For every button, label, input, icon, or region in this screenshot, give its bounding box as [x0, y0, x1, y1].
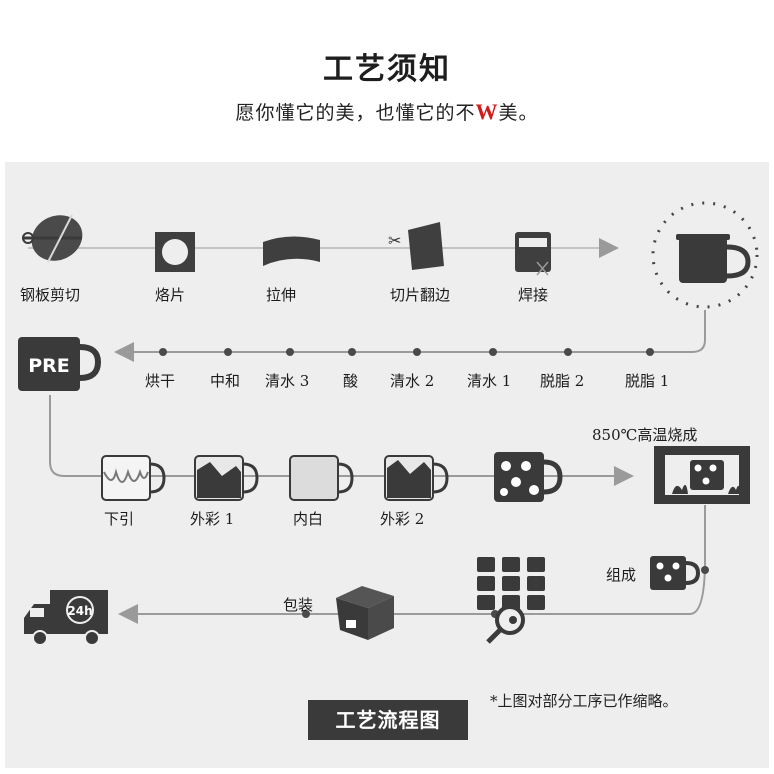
kiln-icon [654, 446, 750, 504]
outer-color2-mug-icon [384, 455, 449, 501]
welding-icon [515, 232, 551, 276]
step-degrease-1: 脱脂 1 [625, 372, 670, 390]
truck-badge: 24h [67, 604, 92, 618]
formed-mug-icon [651, 201, 759, 309]
step-inner-white: 内白 [293, 510, 324, 528]
decorated-mug-icon [494, 452, 563, 502]
step-neutralize: 中和 [210, 372, 241, 390]
page-subtitle: 愿你懂它的美，也懂它的不W美。 [0, 98, 774, 125]
flowchart-title: 工艺流程图 [308, 700, 468, 740]
step-firing: 850℃高温烧成 [592, 426, 698, 444]
step-drying: 烘干 [145, 372, 176, 390]
delivery-truck-icon: 24h [24, 590, 108, 646]
step-welding: 焊接 [518, 286, 549, 304]
footnote: *上图对部分工序已作缩略。 [490, 692, 678, 710]
blanking-icon [155, 232, 195, 272]
row4-connector [118, 505, 706, 624]
steel-cutting-icon [22, 214, 83, 263]
step-flanging: 切片翻边 [390, 286, 451, 304]
step-assemble: 组成 [606, 566, 637, 584]
step-packaging: 包装 [283, 596, 314, 614]
step-rinse-1: 清水 1 [467, 372, 512, 390]
pre-badge: PRE [28, 355, 70, 377]
row2-dots [159, 348, 654, 356]
step-ground-coat: 下引 [104, 510, 135, 528]
subtitle-accent: W [475, 99, 499, 124]
subtitle-end: 美。 [498, 102, 539, 124]
pre-mug-icon: PRE [18, 337, 102, 391]
page-title: 工艺须知 [323, 52, 451, 87]
inspection-magnifier-icon [486, 605, 525, 644]
step-steel-cutting: 钢板剪切 [20, 286, 81, 304]
step-rinse-2: 清水 2 [390, 372, 435, 390]
stretching-icon [263, 236, 320, 266]
step-stretching: 拉伸 [266, 286, 297, 304]
step-rinse-3: 清水 3 [265, 372, 310, 390]
subtitle-text: 愿你懂它的美，也懂它的不 [235, 102, 476, 124]
step-outer-color-1: 外彩 1 [190, 510, 235, 528]
assembled-mug-icon [650, 556, 701, 590]
row3-connector [49, 395, 634, 486]
outer-color1-mug-icon [194, 455, 259, 501]
package-box-icon [336, 586, 394, 640]
inner-white-mug-icon [289, 455, 354, 501]
ground-coat-mug-icon [101, 455, 166, 501]
step-blanking: 烙片 [155, 286, 186, 304]
svg-text:✂: ✂ [388, 231, 401, 250]
step-acid: 酸 [343, 372, 359, 390]
row2-connector [114, 310, 706, 362]
mug-grid-icon [477, 557, 545, 610]
step-outer-color-2: 外彩 2 [380, 510, 425, 528]
step-degrease-2: 脱脂 2 [540, 372, 585, 390]
flanging-icon: ✂ [388, 222, 444, 270]
